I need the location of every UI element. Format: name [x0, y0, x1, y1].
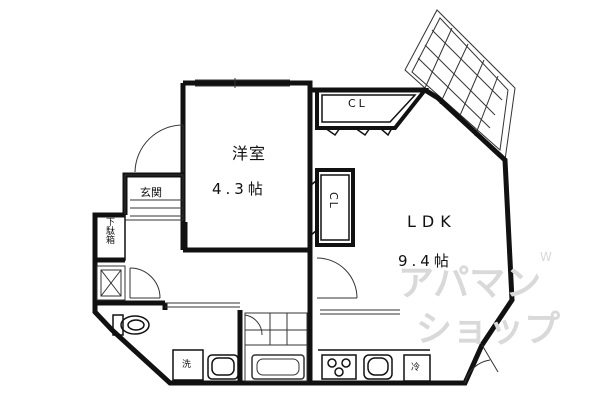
toilet: [112, 314, 150, 336]
watermark-line1: アパマン: [398, 263, 542, 304]
corridor: [165, 257, 400, 315]
closet-mid-label: CL: [327, 192, 340, 210]
closet-top-label: CL: [348, 97, 368, 110]
washer-label: 洗: [182, 360, 192, 370]
bathroom: [244, 312, 308, 382]
watermark-logo: アパマン ショップ W: [398, 250, 561, 354]
entrance-label: 玄関: [140, 186, 162, 199]
interior-walls: [95, 83, 313, 383]
washroom-fixtures: [172, 349, 239, 381]
window-top: [195, 78, 290, 88]
kitchen-counter: [318, 349, 431, 382]
closet-mid: [309, 168, 355, 247]
western-room-size: 4.3帖: [212, 180, 267, 198]
watermark-badge: W: [540, 250, 552, 264]
closet-top: [315, 88, 430, 137]
ldk-size: 9.4帖: [398, 252, 453, 270]
watermark-line2: ショップ: [416, 309, 561, 350]
shoe-box: [94, 214, 126, 261]
fridge-label: 冷: [411, 363, 421, 373]
western-room-name: 洋室: [232, 144, 267, 163]
entrance-area: [124, 124, 184, 221]
ldk-name: LDK: [407, 212, 457, 231]
exit-door: [464, 344, 499, 384]
balcony: [404, 9, 516, 162]
storage-box: [96, 265, 161, 301]
shoe-box-label: 下駄箱: [104, 217, 114, 244]
